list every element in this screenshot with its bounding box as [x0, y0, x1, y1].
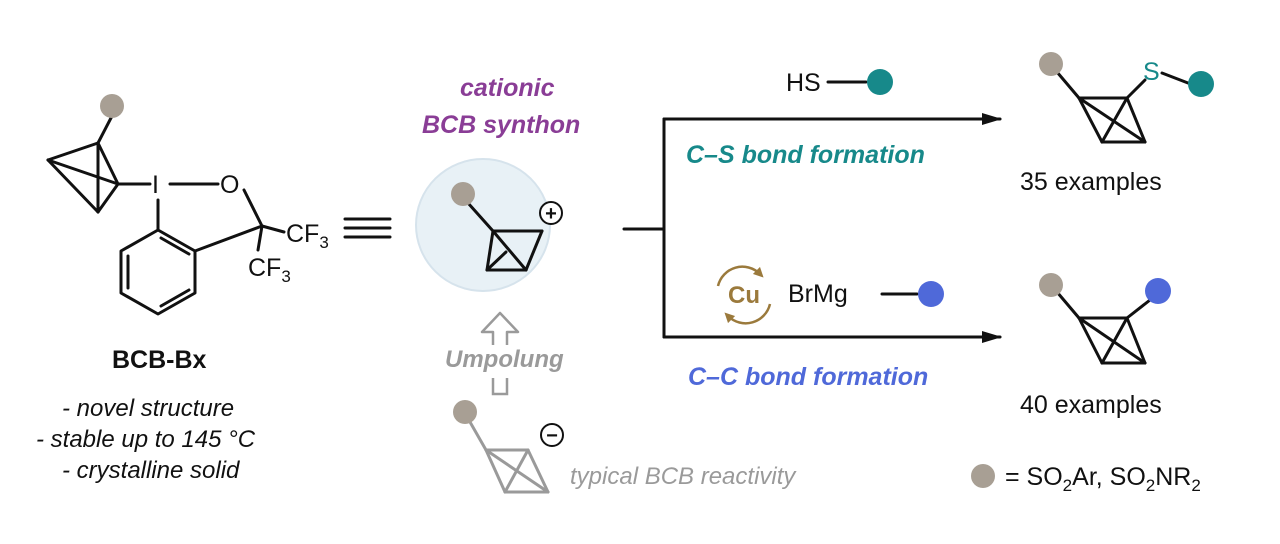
anionic-bcb-structure: −: [453, 400, 564, 494]
reagent-name: BCB-Bx: [112, 346, 207, 374]
gray-sphere-icon: [1039, 273, 1063, 297]
positive-charge-icon: [539, 201, 563, 225]
cationic-bcb-structure: +: [451, 182, 563, 272]
cs-bond-formation-label: C–S bond formation: [686, 141, 925, 169]
cc-bond-formation-label: C–C bond formation: [688, 363, 928, 391]
equivalence-symbol: [343, 217, 392, 239]
substituent-legend: = SO2Ar, SO2NR2: [1005, 463, 1201, 495]
synthon-label-line2: BCB synthon: [422, 111, 580, 139]
synthon-label-line1: cationic: [460, 74, 555, 102]
blue-sphere-icon: [1145, 278, 1171, 304]
typical-reactivity-label: typical BCB reactivity: [570, 463, 797, 490]
synthon-bubble: [415, 158, 551, 292]
teal-sphere-icon: [1188, 71, 1214, 97]
oxygen-atom: O: [220, 171, 239, 199]
umpolung-arrow: [480, 311, 520, 396]
gray-sphere-icon: [971, 464, 995, 488]
blue-sphere-icon: [918, 281, 944, 307]
sulfur-atom: S: [1143, 58, 1160, 86]
aryl-bcb-product: [1039, 273, 1171, 365]
property-crystalline: - crystalline solid: [62, 457, 240, 484]
umpolung-label: Umpolung: [445, 346, 564, 373]
cf3-top-label: CF3: [286, 220, 329, 252]
negative-charge-symbol: −: [546, 425, 558, 447]
hs-reagent-label: HS: [786, 69, 821, 97]
gray-sphere-icon: [451, 182, 475, 206]
brmg-reagent-label: BrMg: [788, 280, 848, 308]
thio-bcb-product: S: [1039, 52, 1214, 144]
teal-sphere-icon: [867, 69, 893, 95]
gray-sphere-icon: [1039, 52, 1063, 76]
property-stability: - stable up to 145 °C: [36, 426, 256, 453]
positive-charge-symbol: +: [545, 203, 557, 225]
catalytic-cycle-icon: [716, 265, 772, 325]
negative-charge-icon: [540, 423, 564, 447]
property-novel-structure: - novel structure: [62, 395, 234, 422]
top-examples-count: 35 examples: [1020, 168, 1162, 196]
cu-catalyst-label: Cu: [728, 282, 760, 309]
bottom-examples-count: 40 examples: [1020, 391, 1162, 419]
iodine-atom: I: [152, 171, 159, 199]
equivalence-glyph: ≡: [0, 0, 1, 1]
branch-arrows: [622, 113, 1002, 343]
gray-sphere-icon: [453, 400, 477, 424]
gray-sphere-icon: [100, 94, 124, 118]
cf3-bottom-label: CF3: [248, 254, 291, 286]
bcb-bx-structure: I O CF3 CF3: [46, 94, 329, 316]
